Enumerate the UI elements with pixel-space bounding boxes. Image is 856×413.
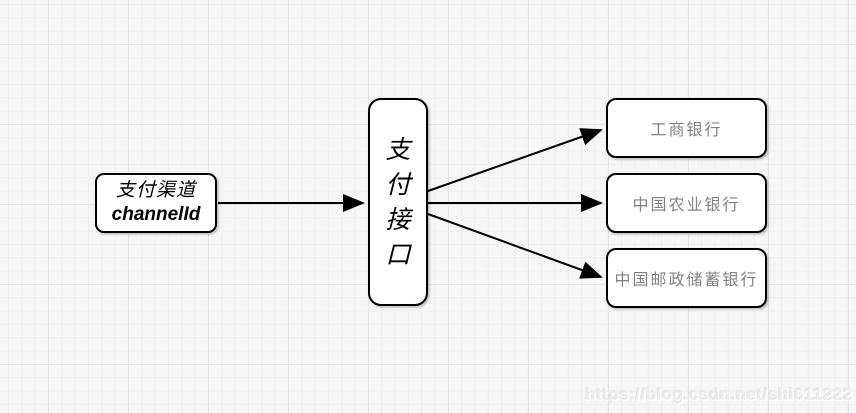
bank-icbc-label: 工商银行 <box>650 120 723 139</box>
payment-channel-id-label: channelId <box>111 204 201 225</box>
connector-interface-to-psbc <box>427 213 603 279</box>
node-bank-psbc: 中国邮政储蓄银行 <box>606 248 767 308</box>
payment-channel-title: 支付渠道 <box>115 179 196 202</box>
node-payment-channel: 支付渠道 channelId <box>95 173 217 233</box>
bank-psbc-label: 中国邮政储蓄银行 <box>614 270 759 289</box>
bank-abc-label: 中国农业银行 <box>632 195 741 214</box>
payment-interface-label: 支付接口 <box>385 135 411 269</box>
watermark: https://blog.csdn.net/shi611222 <box>585 385 853 404</box>
connector-interface-to-icbc <box>427 128 603 192</box>
node-payment-interface: 支付接口 <box>368 98 428 306</box>
node-bank-abc: 中国农业银行 <box>606 173 767 233</box>
node-bank-icbc: 工商银行 <box>606 98 767 158</box>
